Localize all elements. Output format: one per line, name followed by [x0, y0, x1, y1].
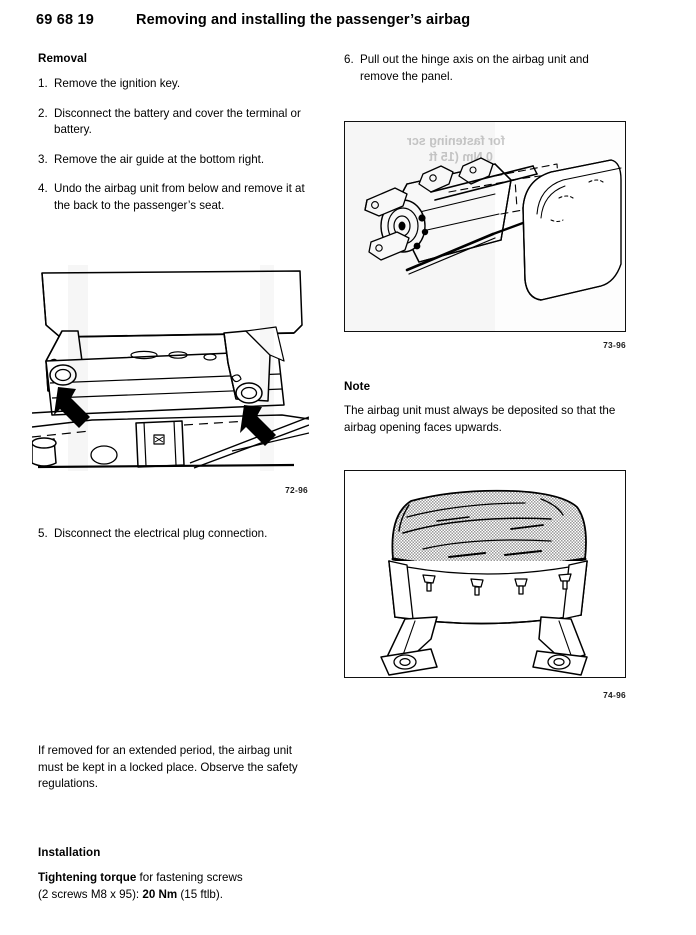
figure-caption-72-96: 72-96 [285, 485, 308, 495]
removal-step-4: 4. Undo the airbag unit from below and r… [38, 181, 318, 214]
removal-step-3: 3. Remove the air guide at the bottom ri… [38, 152, 318, 169]
procedure-number: 69 68 19 [36, 12, 95, 28]
torque-value: 20 Nm [142, 887, 178, 901]
figure-deposited-airbag-unit [344, 470, 626, 678]
page-title: Removing and installing the passenger’s … [136, 12, 471, 28]
page-header: 69 68 19 Removing and installing the pas… [36, 12, 660, 28]
figure-underside-fastening-screws [32, 265, 309, 471]
torque-label: Tightening torque [38, 871, 137, 884]
removal-step-1: 1. Remove the ignition key. [38, 76, 318, 93]
step-text: Disconnect the electrical plug connectio… [54, 527, 268, 540]
callout-arrow-right [240, 405, 276, 446]
step-number: 2. [38, 106, 48, 120]
step-text: Disconnect the battery and cover the ter… [54, 106, 301, 137]
figure-caption-72-96-wrap: 72-96 [210, 485, 308, 495]
step-text: Remove the air guide at the bottom right… [54, 152, 265, 166]
step-text: Pull out the hinge axis on the airbag un… [360, 53, 589, 83]
removal-step-2: 2. Disconnect the battery and cover the … [38, 106, 318, 139]
left-column-step5: 5. Disconnect the electrical plug connec… [38, 526, 318, 543]
right-column-top: 6. Pull out the hinge axis on the airbag… [344, 52, 628, 85]
callout-arrow-left [54, 387, 90, 428]
tightening-torque-text: Tightening torque for fastening screws (… [38, 870, 318, 903]
figure-caption-74-96-wrap: 74-96 [528, 690, 626, 700]
installation-section: Installation Tightening torque for faste… [38, 846, 318, 903]
step-number: 4. [38, 182, 48, 195]
note-heading: Note [344, 380, 371, 393]
storage-note-text: If removed for an extended period, the a… [38, 744, 298, 790]
removal-heading: Removal [38, 52, 88, 65]
figure-deposited-svg [345, 471, 625, 677]
figure-caption-73-96: 73-96 [603, 340, 626, 350]
torque-value-imperial: (15 ftlb). [177, 887, 223, 901]
removal-step-5: 5. Disconnect the electrical plug connec… [38, 526, 318, 543]
figure-underside-svg [32, 265, 309, 471]
note-text: The airbag unit must always be deposited… [344, 404, 616, 434]
installation-heading: Installation [38, 846, 101, 859]
note-section: Note The airbag unit must always be depo… [344, 380, 628, 436]
removal-step-6: 6. Pull out the hinge axis on the airbag… [344, 52, 628, 85]
screw-spec: (2 screws M8 x 95): [38, 887, 143, 901]
figure-caption-73-96-wrap: 73-96 [528, 340, 626, 350]
torque-label-rest: for fastening screws [136, 871, 243, 884]
left-column-storage: If removed for an extended period, the a… [38, 743, 316, 793]
figure-hinge-axis-panel: for fastening scr 0 Nm (15 ft [344, 121, 626, 332]
step-text: Remove the ignition key. [54, 77, 181, 90]
step-number: 3. [38, 152, 48, 166]
figure-caption-74-96: 74-96 [603, 690, 626, 700]
step-number: 5. [38, 527, 48, 540]
step-number: 6. [344, 53, 354, 66]
step-text: Undo the airbag unit from below and remo… [54, 182, 305, 212]
left-column-top: Removal 1. Remove the ignition key. 2. D… [38, 52, 318, 227]
figure-hinge-svg [364, 157, 622, 301]
step-number: 1. [38, 77, 48, 90]
